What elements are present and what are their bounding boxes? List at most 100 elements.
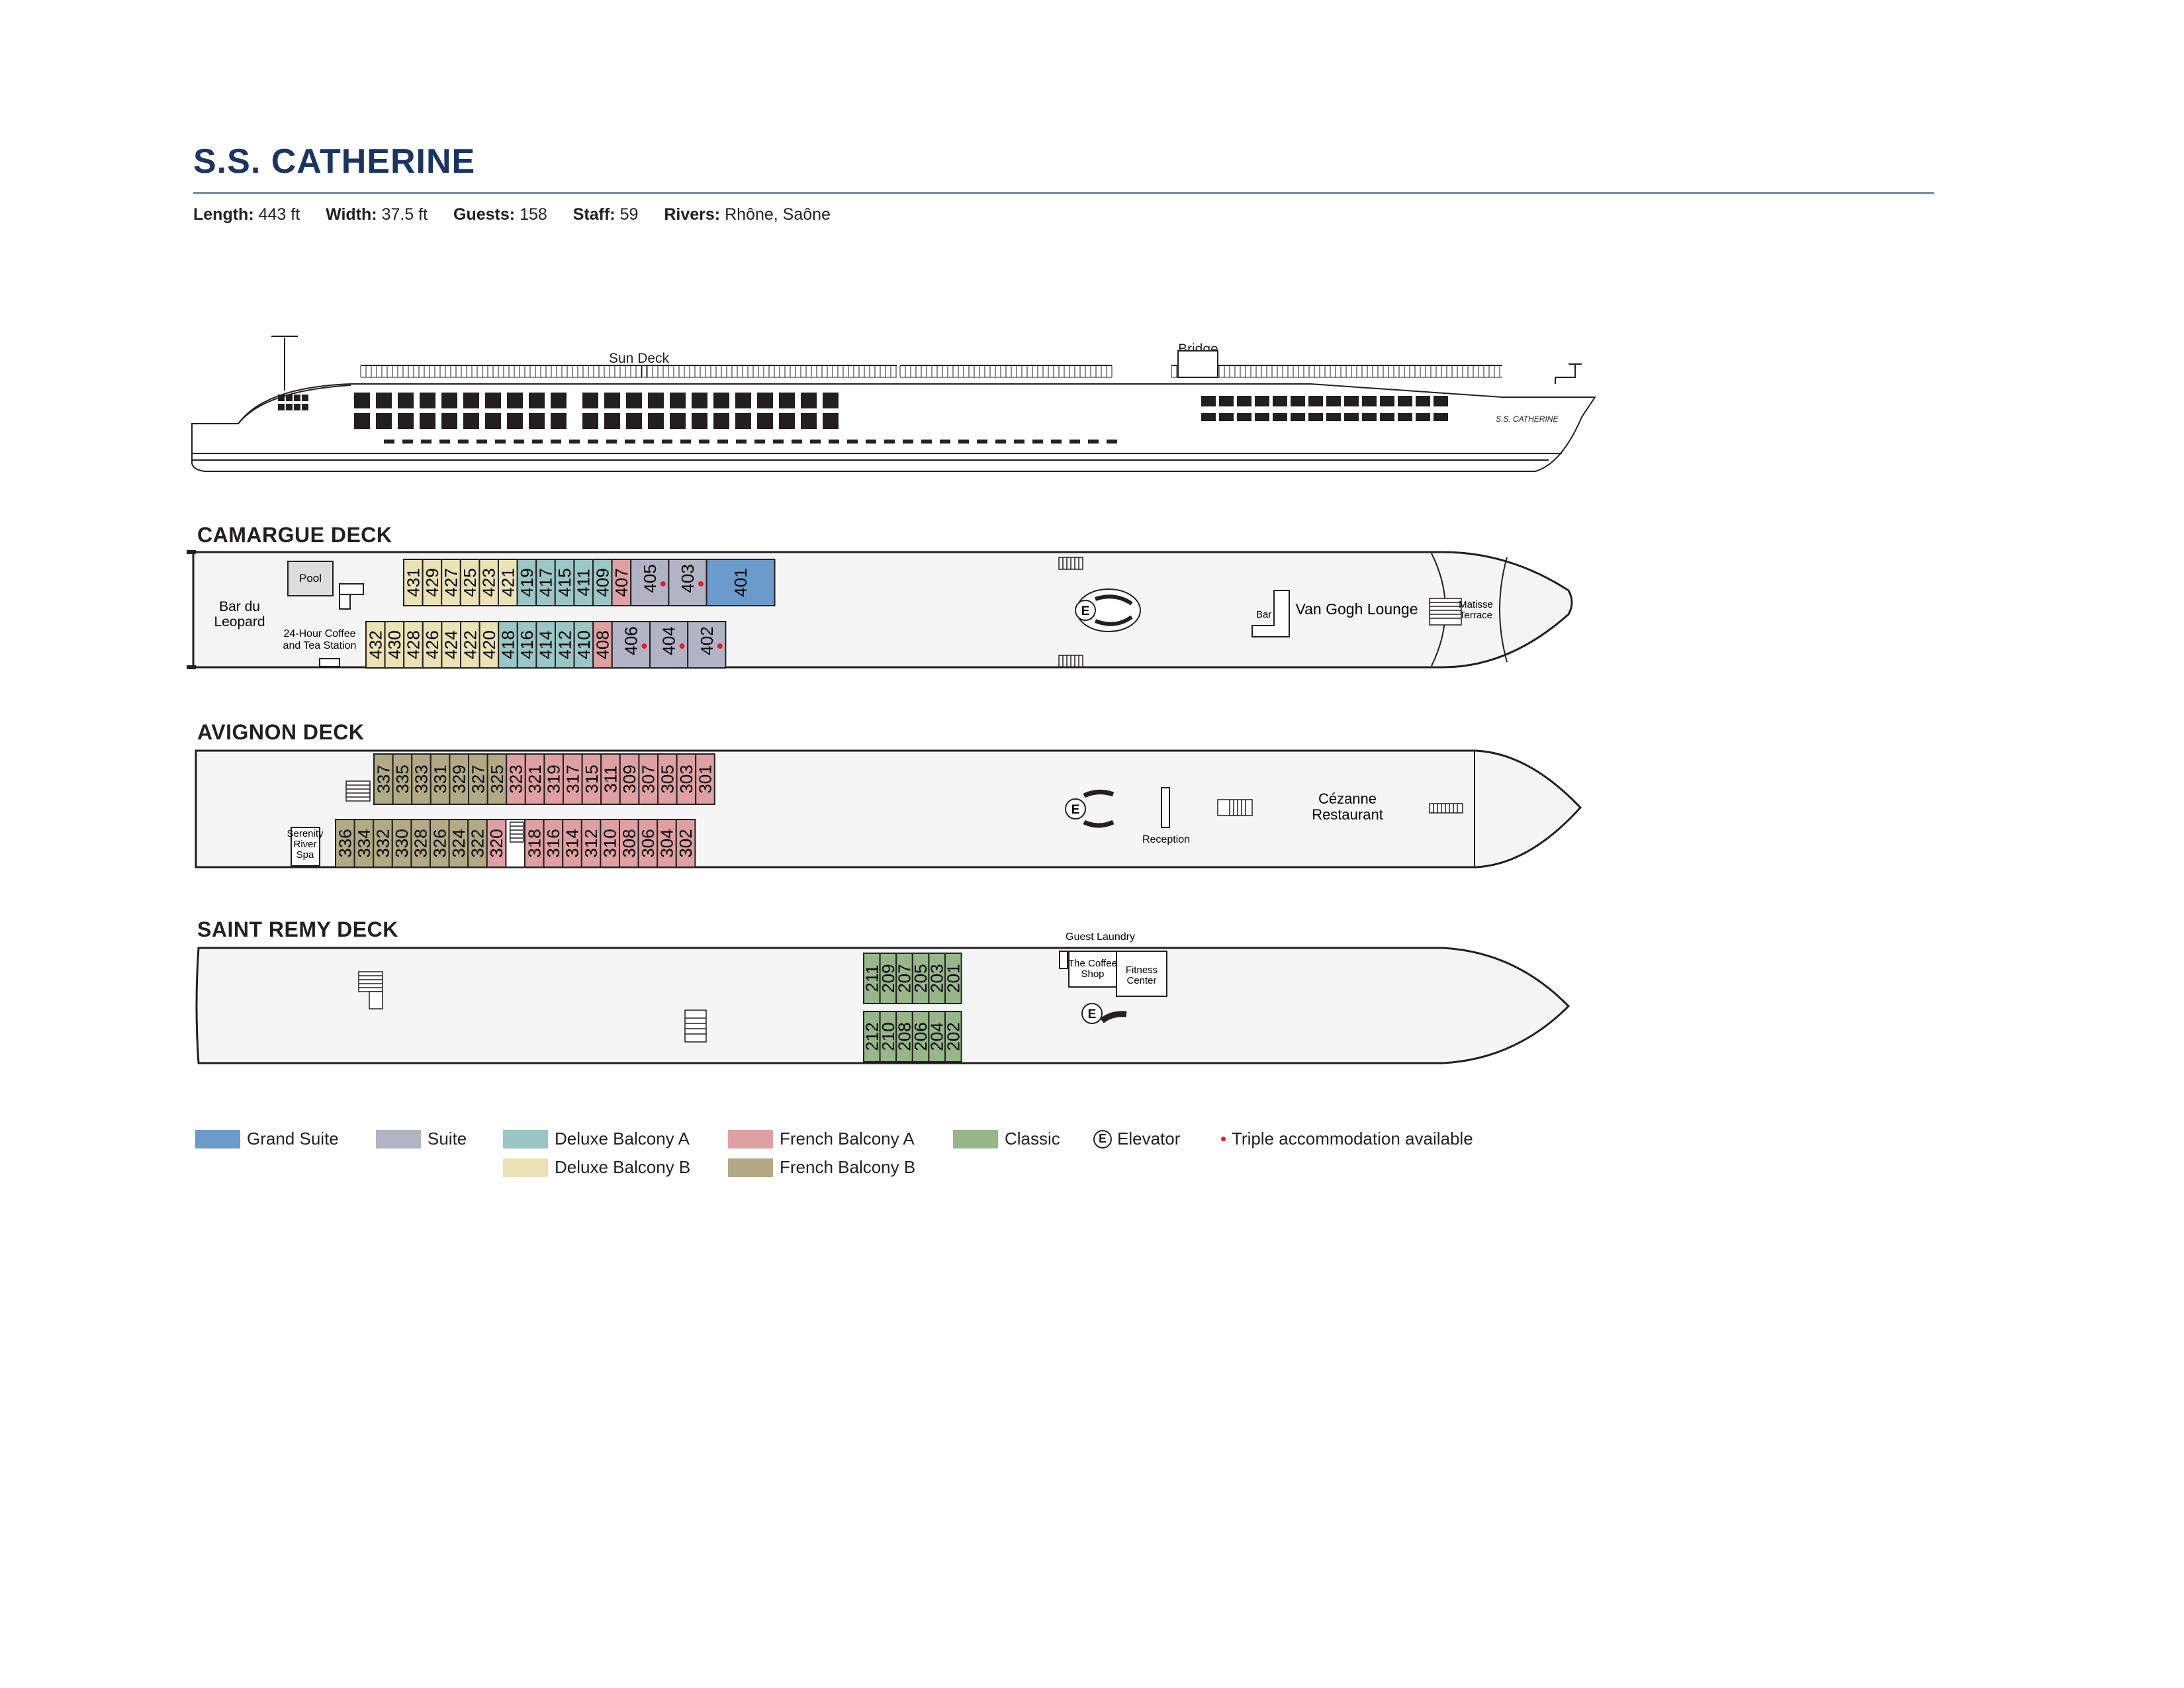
cabin-number: 320 xyxy=(486,829,506,857)
cabin-number: 323 xyxy=(506,765,526,793)
cabin[interactable] xyxy=(573,559,594,606)
cabin[interactable] xyxy=(928,953,946,1004)
cabin[interactable] xyxy=(403,621,424,669)
cabin[interactable] xyxy=(619,819,639,868)
triple-dot-icon xyxy=(698,581,704,586)
cabin-number: 308 xyxy=(619,829,639,857)
cabin[interactable] xyxy=(543,819,564,868)
triple-dot-icon xyxy=(717,643,723,649)
cabin[interactable] xyxy=(863,953,881,1004)
cabin[interactable] xyxy=(687,621,727,669)
legend-french-b: French Balcony B xyxy=(728,1157,915,1178)
cabin[interactable] xyxy=(498,559,518,606)
cabin[interactable] xyxy=(600,819,621,868)
legend-classic: Classic xyxy=(953,1129,1060,1149)
stairs-icon xyxy=(1217,799,1463,816)
stairs-icon xyxy=(1058,557,1083,668)
coffee-shop-label-2: Shop xyxy=(1081,968,1104,980)
spec-label: Staff: xyxy=(572,205,615,224)
cabin-number: 328 xyxy=(411,829,431,857)
avignon-cabins: 3373353333313293273253233213193173153113… xyxy=(335,753,715,868)
cabin-number: 305 xyxy=(657,765,677,793)
cabin-number: 412 xyxy=(555,630,574,659)
cabin[interactable] xyxy=(498,621,518,669)
cabin[interactable] xyxy=(657,819,677,868)
cabin-number: 211 xyxy=(862,964,882,992)
cabin-number: 322 xyxy=(468,829,488,857)
cabin[interactable] xyxy=(911,953,930,1004)
cabin-number: 316 xyxy=(543,829,563,857)
reception-label: Reception xyxy=(1142,834,1190,845)
cabin[interactable] xyxy=(460,621,480,669)
cabin-number: 310 xyxy=(600,829,620,857)
cabin-number: 417 xyxy=(536,568,556,596)
fitness-center xyxy=(1116,951,1167,997)
cabin[interactable] xyxy=(695,753,715,805)
cabin[interactable] xyxy=(486,753,508,805)
cabin[interactable] xyxy=(592,559,613,606)
cabin[interactable] xyxy=(391,819,412,868)
spec-value: Rhône, Saône xyxy=(725,205,831,224)
cabin[interactable] xyxy=(562,819,582,868)
cabin[interactable] xyxy=(422,621,443,669)
cabin[interactable] xyxy=(524,819,545,868)
cabin[interactable] xyxy=(430,753,451,805)
cabin-number: 334 xyxy=(354,829,374,857)
cabin[interactable] xyxy=(581,753,602,805)
cabin[interactable] xyxy=(928,1011,946,1062)
cabin[interactable] xyxy=(944,1011,962,1062)
cabin[interactable] xyxy=(516,559,537,606)
cabin[interactable] xyxy=(879,953,897,1004)
cabin-number: 336 xyxy=(335,829,355,857)
cabin[interactable] xyxy=(637,819,659,868)
cabin[interactable] xyxy=(543,753,565,805)
cabin[interactable] xyxy=(467,819,488,868)
cabin[interactable] xyxy=(459,559,480,606)
cabin[interactable] xyxy=(384,621,405,669)
cabin[interactable] xyxy=(506,753,526,805)
cabin-number: 430 xyxy=(385,630,404,659)
cabin[interactable] xyxy=(411,753,432,805)
stairs-icon xyxy=(1429,598,1462,626)
stairs-icon xyxy=(345,780,371,802)
elevator-letter: E xyxy=(1081,604,1090,618)
profile-windows xyxy=(278,393,1448,444)
legend-grand-suite: Grand Suite xyxy=(195,1129,339,1149)
cabin[interactable] xyxy=(555,621,575,669)
cabin-number: 408 xyxy=(593,630,613,659)
cabin[interactable] xyxy=(895,1011,913,1062)
cabin-number: 402 xyxy=(697,626,717,655)
elevator-letter: E xyxy=(1071,803,1080,817)
cabin[interactable] xyxy=(524,753,545,805)
cabin[interactable] xyxy=(516,621,537,669)
cabin[interactable] xyxy=(422,559,443,606)
legend-triple: Triple accommodation available xyxy=(1221,1129,1473,1149)
swatch xyxy=(376,1129,421,1149)
cabin-number: 401 xyxy=(731,568,751,596)
cabin[interactable] xyxy=(944,953,962,1004)
cabin[interactable] xyxy=(611,559,632,606)
triple-dot-icon xyxy=(1221,1137,1226,1141)
cabin[interactable] xyxy=(895,953,913,1004)
cabin[interactable] xyxy=(441,621,461,669)
cabin[interactable] xyxy=(705,559,776,606)
cabin[interactable] xyxy=(392,753,413,805)
cabin[interactable] xyxy=(441,559,461,606)
cabin[interactable] xyxy=(373,819,393,868)
legend-label: Grand Suite xyxy=(247,1129,339,1149)
cabin[interactable] xyxy=(657,753,678,805)
cabin[interactable] xyxy=(580,819,602,868)
cabin[interactable] xyxy=(600,753,621,805)
cabin[interactable] xyxy=(675,819,696,868)
cabin[interactable] xyxy=(430,819,450,868)
spec-label: Rivers: xyxy=(664,205,721,224)
cabin[interactable] xyxy=(448,819,469,868)
cabin[interactable] xyxy=(335,819,355,868)
cabin[interactable] xyxy=(554,559,575,606)
legend-label: Triple accommodation available xyxy=(1232,1129,1473,1149)
cabin-number: 324 xyxy=(449,829,469,857)
restaurant-label-1: Cézanne xyxy=(1318,790,1377,807)
cabin[interactable] xyxy=(563,753,583,805)
van-gogh-lounge-label: Van Gogh Lounge xyxy=(1295,600,1418,618)
